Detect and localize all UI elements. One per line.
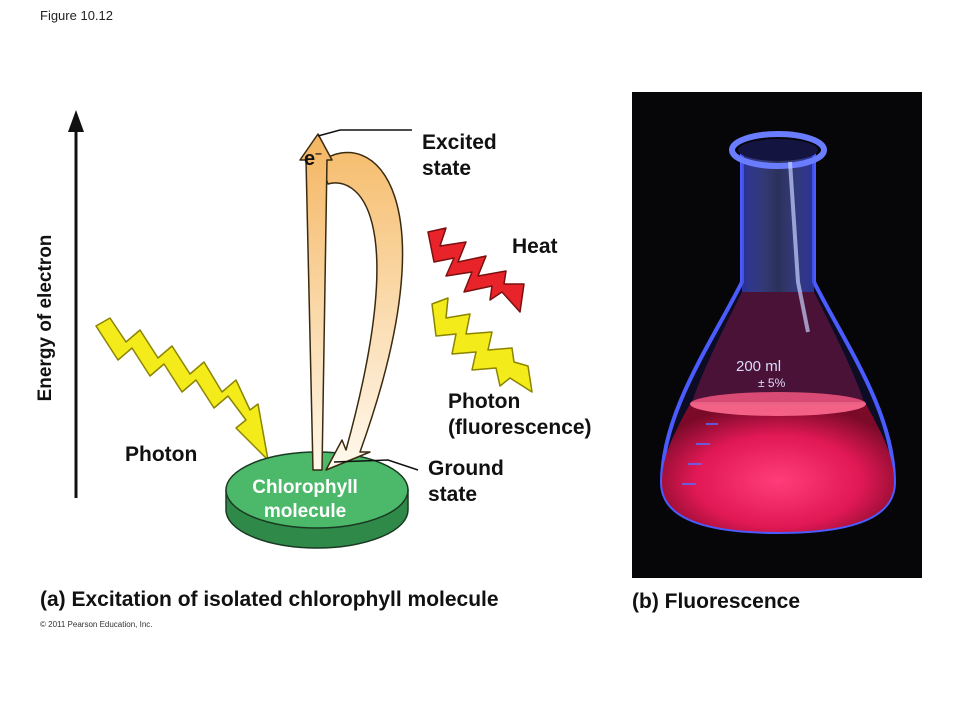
energy-axis-label: Energy of electron [35,234,56,402]
energy-axis [68,110,84,498]
copyright-notice: © 2011 Pearson Education, Inc. [40,620,153,629]
fluorescence-photon-label: Photon (fluorescence) [448,390,592,439]
fluorescence-photon-arrow [431,297,533,393]
incoming-photon-label: Photon [125,443,198,466]
fluorescence-photo: 200 ml ± 5% [632,92,922,578]
leader-lines [317,129,419,471]
chlorophyll-disc [225,451,409,549]
return-arrow [319,151,404,471]
heat-label: Heat [512,235,558,258]
flask-volume-mark: 200 ml [736,358,782,375]
caption-part-a: (a) Excitation of isolated chlorophyll m… [40,588,499,611]
flask-tolerance-mark: ± 5% [758,376,786,390]
figure-label: Figure 10.12 [40,8,113,23]
caption-part-b: (b) Fluorescence [632,590,801,613]
flask-illustration [659,131,897,535]
excited-state-label: Excited state [422,131,497,180]
incoming-photon-arrow [95,317,269,461]
excitation-arrow [299,133,333,471]
heat-arrow [427,227,525,313]
ground-state-label: Ground state [428,457,504,506]
chlorophyll-molecule-label: Chlorophyll molecule [252,477,358,522]
electron-label: e– [304,146,322,170]
